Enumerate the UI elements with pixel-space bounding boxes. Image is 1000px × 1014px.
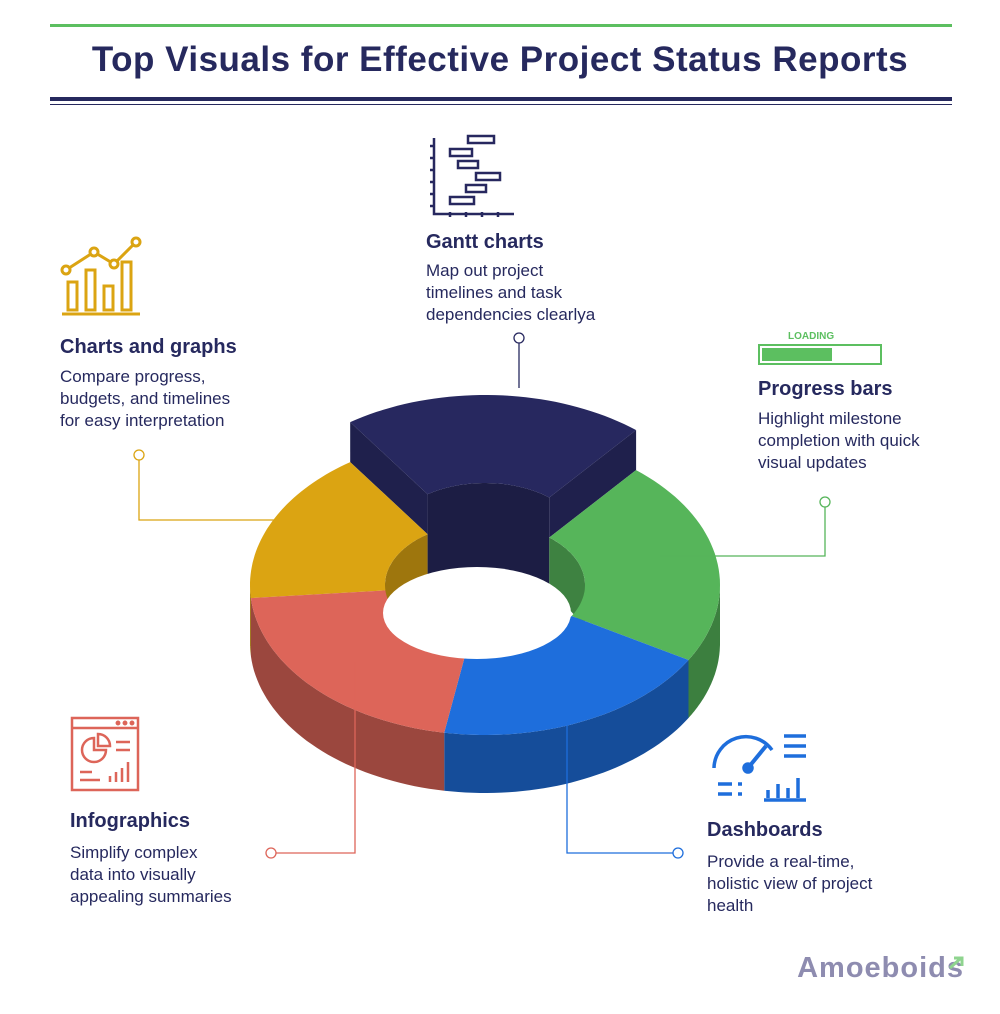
progress-desc: Highlight milestone completion with quic… — [758, 408, 920, 474]
slice-progress-outer-wall — [688, 585, 720, 718]
gantt-heading: Gantt charts — [426, 231, 544, 253]
donut-hole — [383, 567, 571, 659]
infographics-heading: Infographics — [70, 810, 191, 832]
logo-arrow-icon — [948, 956, 964, 970]
progress-fill — [762, 348, 832, 361]
dashboards-desc: Provide a real-time, holistic view of pr… — [707, 851, 872, 917]
slice-infographics-outer-wall — [250, 598, 445, 791]
desc-line: Provide a real-time, — [707, 852, 855, 871]
slice-gantt-side — [549, 430, 637, 538]
desc-line: appealing summaries — [70, 887, 232, 906]
desc-line: visual updates — [758, 453, 867, 472]
desc-line: dependencies clearlya — [426, 305, 596, 324]
desc-line: for easy interpretation — [60, 411, 225, 430]
dashboards-heading: Dashboards — [707, 819, 823, 841]
desc-line: Map out project — [426, 261, 544, 280]
leader-progress — [660, 507, 826, 557]
progress-heading: Progress bars — [758, 378, 893, 400]
desc-line: completion with quick — [758, 431, 920, 450]
slice-gantt-side — [350, 422, 428, 535]
leader-charts — [138, 460, 333, 521]
desc-line: Highlight milestone — [758, 409, 902, 428]
desc-line: holistic view of project — [707, 874, 873, 893]
infographic-icon — [70, 716, 140, 792]
slice-charts-outer-wall — [250, 585, 251, 657]
desc-line: health — [707, 896, 754, 915]
leader-dashboards — [566, 702, 673, 854]
desc-line: budgets, and timelines — [60, 389, 231, 408]
progress-bar-icon — [758, 344, 882, 365]
gantt-desc: Map out project timelines and task depen… — [426, 260, 595, 326]
infographics-desc: Simplify complex data into visually appe… — [70, 842, 232, 908]
leader-infographics — [276, 662, 356, 854]
title-underline — [50, 97, 952, 101]
desc-line: Simplify complex — [70, 843, 198, 862]
charts-heading: Charts and graphs — [60, 336, 237, 358]
slice-gantt-inner-wall — [427, 483, 550, 596]
slice-charts-top — [250, 462, 428, 599]
desc-line: Compare progress, — [60, 367, 206, 386]
loading-label: LOADING — [788, 331, 835, 342]
top-accent-line — [50, 24, 952, 27]
slice-gantt-top — [350, 395, 637, 498]
amoeboids-logo: Amoeboids — [797, 952, 964, 984]
slice-progress-top — [549, 470, 720, 660]
desc-line: timelines and task — [426, 283, 563, 302]
desc-line: data into visually — [70, 865, 196, 884]
title-underline-thin — [50, 104, 952, 105]
slice-infographics-top — [250, 590, 468, 733]
bar-line-chart-icon — [60, 236, 142, 316]
gantt-chart-icon — [430, 134, 514, 217]
page-title: Top Visuals for Effective Project Status… — [91, 40, 909, 79]
dashboard-icon — [712, 734, 806, 802]
leader-lines — [133, 332, 831, 859]
charts-desc: Compare progress, budgets, and timelines… — [60, 366, 230, 432]
